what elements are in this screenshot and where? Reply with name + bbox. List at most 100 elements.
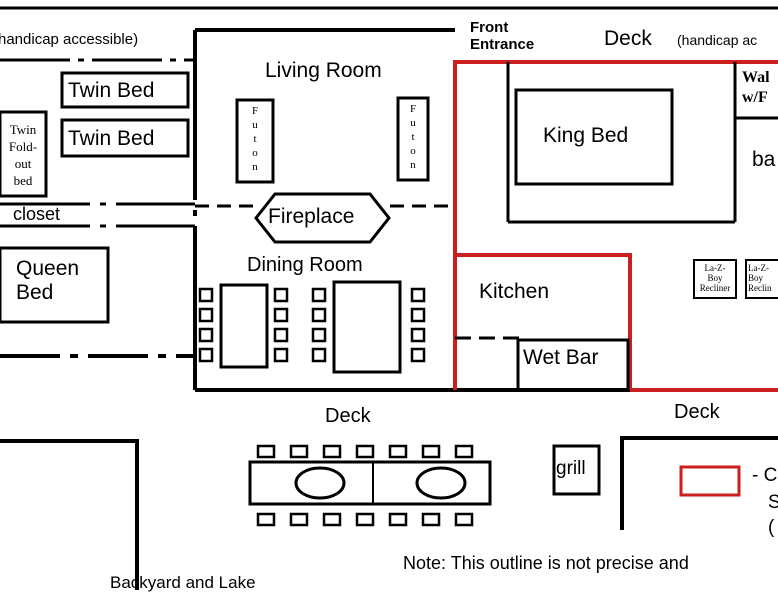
dining-chair (198, 307, 214, 323)
queen-bed-label-1: Queen (16, 257, 80, 280)
recliner-2-line-3: Reclin (748, 283, 772, 293)
recliner-1-line-1: La-Z- (704, 263, 726, 273)
dining-chair (311, 327, 327, 343)
recliner-2-label: La-Z- Boy Reclin (748, 263, 778, 293)
walk-in-label-2: w/F (742, 89, 768, 106)
twin-bed-2-label: Twin Bed (68, 127, 155, 150)
queen-bed-label-2: Bed (16, 281, 54, 304)
futon-right-f: F (409, 103, 417, 115)
wet-bar-label: Wet Bar (523, 346, 599, 369)
twin-foldout-label: Twin Fold- out bed (2, 121, 44, 189)
outdoor-chair (256, 444, 276, 459)
outdoor-chair (289, 444, 309, 459)
outdoor-chairs (256, 444, 474, 527)
wet-bar-box (516, 338, 630, 392)
futon-right-n: n (410, 159, 416, 171)
queen-bed-box (0, 246, 110, 324)
dining-chair (410, 287, 426, 303)
futon-right-label: F u t o n (398, 102, 428, 172)
outdoor-chair (322, 512, 342, 527)
twin-foldout-line-1: Twin (9, 122, 37, 137)
red-outline-top (453, 60, 778, 390)
bath-label: ba (752, 148, 776, 171)
outdoor-chair (355, 444, 375, 459)
deck-top-label: Deck (604, 27, 652, 50)
dining-chair (311, 347, 327, 363)
legend-text-2: S (768, 492, 778, 513)
outdoor-chair (355, 512, 375, 527)
outdoor-chair (421, 512, 441, 527)
outdoor-chair (454, 512, 474, 527)
futon-left-label: F u t o n (240, 104, 270, 174)
dining-chair (198, 347, 214, 363)
outdoor-chair (421, 444, 441, 459)
outdoor-chair (289, 512, 309, 527)
recliner-1-box (693, 259, 737, 299)
twin-foldout-line-3: out (14, 156, 32, 171)
recliner-2-line-2: Boy (748, 273, 764, 283)
futon-left-t: t (253, 133, 257, 145)
futon-left-box (235, 98, 275, 184)
dining-chair (273, 327, 289, 343)
futon-left-n: n (252, 161, 258, 173)
dining-chair (311, 287, 327, 303)
grill-box (552, 444, 601, 496)
outdoor-table (248, 460, 492, 506)
outdoor-chair (388, 444, 408, 459)
dining-chair (273, 307, 289, 323)
dining-chair (273, 347, 289, 363)
dining-chair (311, 307, 327, 323)
dining-room-label: Dining Room (247, 254, 363, 276)
king-bed-label: King Bed (543, 124, 629, 147)
deck-right-outline (620, 436, 778, 530)
umbrella-hole-1 (294, 466, 346, 500)
recliner-1-line-2: Boy (707, 273, 723, 283)
deck-bottom-left-label: Deck (325, 405, 371, 427)
red-outline-kitchen (455, 253, 632, 390)
front-entrance-label-1: Front (470, 19, 509, 36)
futon-right-t: t (411, 131, 415, 143)
closet-label: closet (13, 204, 61, 224)
twin-bed-1-label: Twin Bed (68, 79, 155, 102)
living-room-label: Living Room (265, 59, 382, 82)
handicap-left-label: handicap accessible) (0, 31, 139, 48)
king-bed-box (514, 88, 674, 186)
recliner-2-box (745, 259, 778, 299)
dining-chair (410, 307, 426, 323)
recliner-1-label: La-Z- Boy Recliner (694, 263, 736, 293)
dining-chair (198, 327, 214, 343)
recliner-1-line-3: Recliner (699, 283, 731, 293)
outdoor-chair (454, 444, 474, 459)
twin-bed-1-box (60, 71, 190, 109)
fireplace-label: Fireplace (268, 205, 355, 228)
twin-bed-2-box (60, 118, 190, 158)
dining-table-2 (332, 280, 402, 374)
legend-text-3: ( (768, 517, 775, 538)
recliner-2-line-1: La-Z- (748, 263, 769, 273)
dining-chair (273, 287, 289, 303)
twin-foldout-box (0, 110, 48, 198)
kitchen-label: Kitchen (479, 280, 550, 303)
futon-right-o: o (410, 145, 416, 157)
futon-left-o: o (252, 147, 258, 159)
dining-chair (410, 347, 426, 363)
deck-top-note: (handicap ac (677, 32, 758, 48)
walk-in-label-1: Wal (742, 69, 770, 86)
futon-left-u: u (252, 119, 258, 131)
umbrella-hole-2 (415, 466, 467, 500)
backyard-label: Backyard and Lake (110, 573, 256, 592)
outdoor-chair (388, 512, 408, 527)
dining-chair (410, 327, 426, 343)
note-label: Note: This outline is not precise and (403, 553, 689, 573)
futon-right-u: u (410, 117, 416, 129)
futon-right-box (396, 96, 430, 182)
legend-text-1: - C (752, 465, 778, 486)
dining-chair (198, 287, 214, 303)
twin-foldout-line-4: bed (13, 173, 33, 188)
dining-table-1 (219, 283, 269, 369)
twin-foldout-line-2: Fold- (8, 139, 38, 154)
futon-left-f: F (251, 105, 259, 117)
deck-bottom-right-label: Deck (674, 401, 720, 423)
legend-red-box (679, 465, 741, 497)
